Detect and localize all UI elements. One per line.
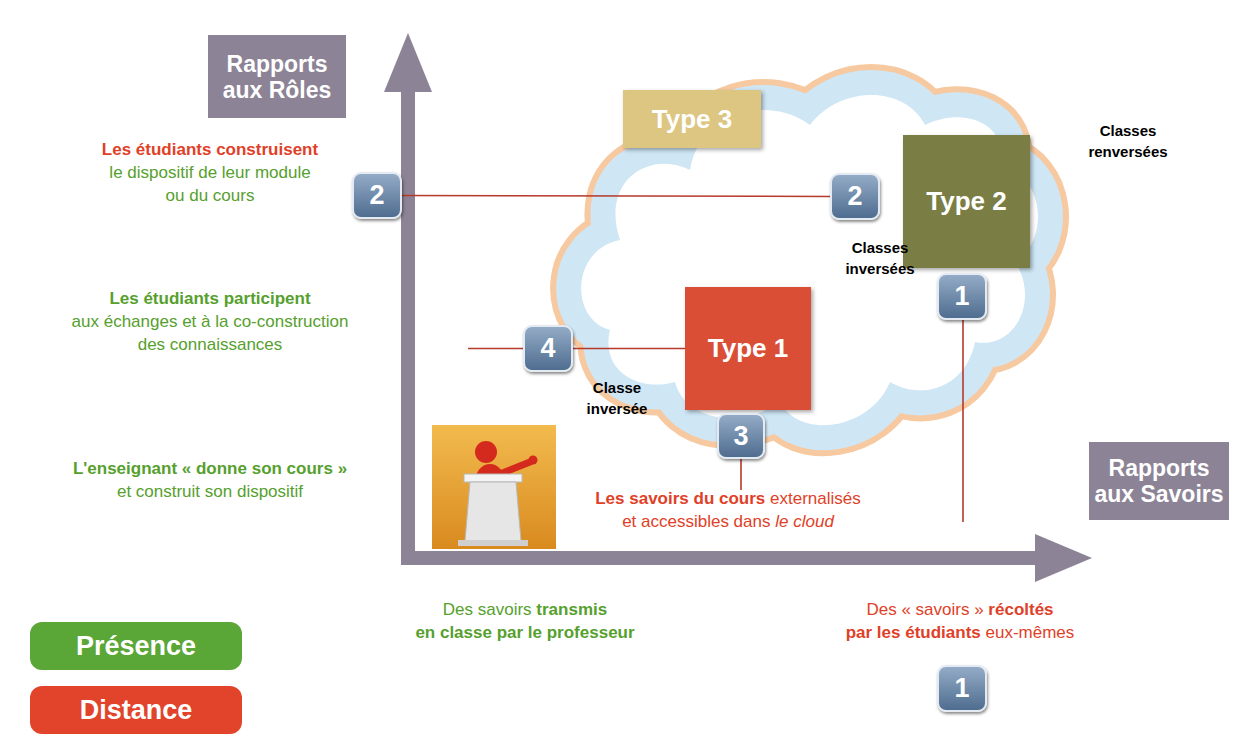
type-box: Type 1 [685, 287, 811, 410]
annotation-text: Des « savoirs » [866, 600, 983, 619]
callout-box: 1 [937, 665, 987, 712]
axis-title: Rapports aux Savoirs [1091, 455, 1227, 507]
text-line: en classe par le professeur [375, 621, 675, 644]
text-line: et construit son dispositif [45, 480, 375, 503]
illustration-frame [432, 425, 556, 549]
text-group: Classe inversée [557, 377, 677, 420]
connector-line [573, 348, 685, 350]
text-line: par les étudiants eux-mêmes [800, 621, 1120, 644]
annotation-text: Les savoirs du cours [595, 489, 765, 508]
text-line: Des « savoirs » récoltés [800, 598, 1120, 621]
text-line: Classes inversées [820, 237, 940, 280]
callout-number: 1 [954, 673, 969, 704]
speaker-illustration [432, 425, 556, 549]
text-line: et accessibles dans le cloud [548, 510, 908, 533]
horizontal-axis [401, 551, 1041, 565]
vertical-axis [401, 80, 415, 565]
axis-title-box: Rapports aux Rôles [208, 35, 346, 118]
annotation-text: en classe par le professeur [415, 623, 634, 642]
callout-number: 2 [369, 180, 384, 211]
text-group: Les savoirs du coursexternaliséset acces… [548, 487, 908, 533]
podium-top [464, 474, 522, 482]
connector-line [402, 195, 830, 197]
text-line: Classe inversée [557, 377, 677, 420]
type-name: Type 2 [926, 186, 1006, 217]
speaker-hand [529, 456, 538, 465]
annotation-text: Les étudiants construisent [102, 140, 318, 159]
callout-box: 4 [523, 325, 573, 372]
annotation-text: L'enseignant « donne son cours » [73, 459, 347, 478]
legend-swatch: Présence [30, 622, 242, 670]
text-line: Les étudiants construisent [55, 138, 365, 161]
annotation-text: par les étudiants [846, 623, 981, 642]
leader-line [740, 459, 742, 490]
leader-line [962, 320, 964, 522]
callout-box: 1 [937, 273, 987, 320]
text-line: Les étudiants participent [55, 287, 365, 310]
annotation-text: externalisés [770, 489, 861, 508]
text-group: Des savoirstransmis en classe par le prof… [375, 598, 675, 644]
annotation-text: le dispositif de leur module ou du cours [109, 163, 310, 205]
type-name: Type 3 [652, 104, 732, 135]
podium-base [458, 540, 528, 546]
type-box: Type 3 [623, 90, 761, 148]
annotation-text: transmis [536, 600, 607, 619]
axis-title: Rapports aux Rôles [210, 51, 344, 103]
annotation-text: le cloud [775, 512, 834, 531]
axis-title-box: Rapports aux Savoirs [1089, 442, 1229, 520]
callout-box: 3 [717, 413, 765, 459]
text-line: aux échanges et à la co-construction des… [65, 310, 355, 356]
class-type-label: Classes inversées [845, 237, 914, 279]
text-line: Les savoirs du cours externalisés [548, 487, 908, 510]
text-group: Les étudiants participent aux échanges et… [55, 287, 365, 356]
text-group: Classes renversées [1068, 120, 1188, 163]
annotation-text: aux échanges et à la co-construction des… [72, 312, 349, 354]
text-group: L'enseignant « donne son cours » et const… [45, 457, 375, 503]
class-type-label: Classe inversée [587, 377, 648, 419]
annotation-text: eux-mêmes [986, 623, 1075, 642]
class-type-label: Classes renversées [1088, 120, 1167, 162]
callout-box: 2 [830, 173, 880, 220]
annotation-text: récoltés [988, 600, 1053, 619]
annotation-text: et accessibles dans [622, 512, 770, 531]
annotation-text: Les étudiants participent [109, 289, 310, 308]
type-box: Type 2 [903, 135, 1030, 268]
callout-number: 1 [954, 281, 969, 312]
text-group: Des « savoirs » récoltés par les étudiants… [800, 598, 1120, 644]
legend-swatch: Distance [30, 686, 242, 734]
text-group: Classes inversées [820, 237, 940, 280]
text-line: le dispositif de leur module ou du cours [104, 161, 316, 207]
type-name: Type 1 [708, 333, 788, 364]
legend-text: Présence [76, 631, 196, 662]
text-line: L'enseignant « donne son cours » [45, 457, 375, 480]
speaker-head [475, 441, 497, 463]
text-line: Classes renversées [1068, 120, 1188, 163]
podium [465, 482, 521, 541]
legend-text: Distance [80, 695, 193, 726]
annotation-text: et construit son dispositif [117, 482, 303, 501]
callout-number: 4 [540, 333, 555, 364]
callout-number: 3 [733, 421, 748, 452]
annotation-text: Des savoirs [443, 600, 532, 619]
speaker-arm [500, 462, 530, 474]
horizontal-axis-head [1035, 534, 1092, 582]
callout-number: 2 [847, 181, 862, 212]
leader-line [468, 348, 523, 350]
text-group: Les étudiants construisent le dispositif … [55, 138, 365, 207]
axes [384, 33, 1092, 582]
callout-box: 2 [352, 172, 402, 219]
text-line: Des savoirstransmis [375, 598, 675, 621]
vertical-axis-head [384, 33, 432, 92]
